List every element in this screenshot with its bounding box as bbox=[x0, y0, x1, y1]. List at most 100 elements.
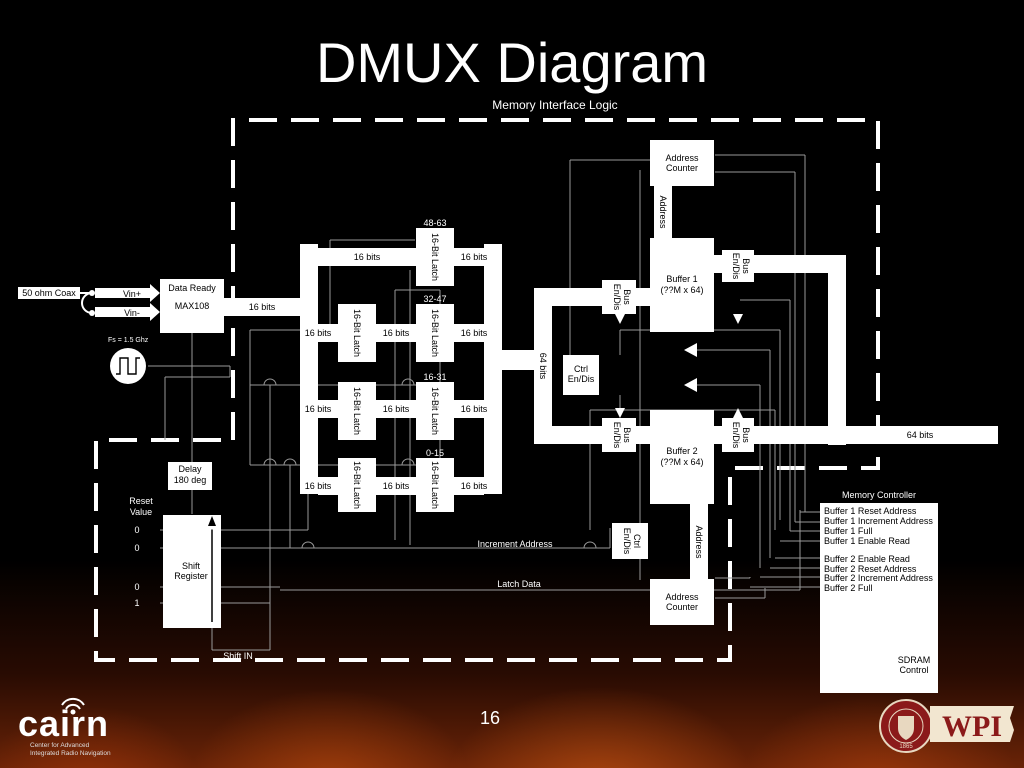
shift-bit-1: 0 bbox=[134, 543, 139, 553]
wire-crossings bbox=[263, 378, 597, 549]
bus-en-b2in-l1: Bus bbox=[622, 427, 632, 443]
adc-data-ready: Data Ready bbox=[168, 283, 216, 293]
mc-signal-6: Buffer 2 Increment Address bbox=[824, 573, 933, 583]
shift-bit-0: 0 bbox=[134, 525, 139, 535]
bus-label-mid-row3: 16 bits bbox=[383, 404, 410, 414]
bus-en-buffer2-in bbox=[602, 418, 636, 452]
sdram-control-l2: Control bbox=[899, 665, 928, 675]
vin-minus-arrow bbox=[95, 303, 160, 321]
latch-stage1-row2 bbox=[338, 304, 376, 362]
address-counter-top bbox=[650, 140, 714, 186]
bus-64-link bbox=[502, 350, 534, 370]
output-bus-main bbox=[754, 426, 998, 444]
bus-label-out-row3: 16 bits bbox=[461, 404, 488, 414]
mc-signal-3: Buffer 1 Enable Read bbox=[824, 536, 910, 546]
ctrl-en-dis-lower bbox=[612, 523, 648, 559]
bus-en-b2out-l2: En/Dis bbox=[731, 422, 741, 449]
bus-label-in-row4: 16 bits bbox=[305, 481, 332, 491]
bus-label-in-row2: 16 bits bbox=[305, 328, 332, 338]
bus-en-buffer1-in bbox=[602, 280, 636, 314]
mid-bus-row3 bbox=[376, 400, 416, 418]
mc-signal-2: Buffer 1 Full bbox=[824, 526, 872, 536]
mc-signal-7: Buffer 2 Full bbox=[824, 583, 872, 593]
cairn-subtitle: Center for Advanced Integrated Radio Nav… bbox=[30, 742, 111, 758]
buffer-2 bbox=[650, 410, 714, 504]
addr-counter-top-l2: Counter bbox=[666, 163, 698, 173]
input-bus-row1 bbox=[318, 248, 416, 266]
ctrl-lower-l1: Ctrl bbox=[632, 534, 642, 548]
bus-en-buffer2-out bbox=[722, 418, 754, 452]
coax-label: 50 ohm Coax bbox=[22, 288, 76, 298]
buffer1-l1: Buffer 1 bbox=[666, 274, 697, 284]
adc-output-bus bbox=[224, 298, 304, 316]
output-64-label: 64 bits bbox=[907, 430, 934, 440]
shift-bit-3: 1 bbox=[134, 598, 139, 608]
bus-64-label: 64 bits bbox=[538, 353, 548, 380]
latch-32-47 bbox=[416, 304, 454, 362]
buffer2-l1: Buffer 2 bbox=[666, 446, 697, 456]
bus-en-b1out-l2: En/Dis bbox=[731, 253, 741, 280]
ctrl-lower-l2: En/Dis bbox=[622, 528, 632, 555]
mc-signal-1: Buffer 1 Increment Address bbox=[824, 516, 933, 526]
addr-counter-bot-l2: Counter bbox=[666, 602, 698, 612]
latch-label-s1-row4: 16-Bit Latch bbox=[352, 461, 362, 509]
address-top-label: Address bbox=[658, 195, 668, 229]
delay-l1: Delay bbox=[178, 464, 202, 474]
out-bus-row3 bbox=[454, 400, 484, 418]
memory-interface-label: Memory Interface Logic bbox=[492, 98, 617, 112]
cairn-logo bbox=[61, 698, 85, 715]
latch-stage1-row4 bbox=[338, 458, 376, 512]
shift-in-label: Shift IN bbox=[223, 651, 253, 661]
control-arrow-6 bbox=[615, 314, 625, 324]
latch-stage1-row3 bbox=[338, 382, 376, 440]
page-title: DMUX Diagram bbox=[315, 31, 709, 94]
increment-address-label: Increment Address bbox=[477, 539, 553, 549]
buffer2-l2: (??M x 64) bbox=[660, 457, 703, 467]
bus-label-mid-row4: 16 bits bbox=[383, 481, 410, 491]
mid-bus-row4 bbox=[376, 477, 416, 495]
bus-label-out-row2: 16 bits bbox=[461, 328, 488, 338]
address-counter-bottom bbox=[650, 579, 714, 625]
addr-counter-top-l1: Address bbox=[665, 153, 699, 163]
group-label-16-31: 16-31 bbox=[423, 372, 446, 382]
delay-l2: 180 deg bbox=[174, 475, 207, 485]
adc-bus-label: 16 bits bbox=[249, 302, 276, 312]
clock-wave-icon bbox=[116, 357, 140, 375]
output-bus-b1 bbox=[754, 255, 846, 273]
bus-en-b1out-l1: Bus bbox=[741, 258, 751, 274]
mid-bus-row2 bbox=[376, 324, 416, 342]
addr-counter-bot-l1: Address bbox=[665, 592, 699, 602]
address-bottom-label: Address bbox=[694, 525, 704, 559]
adc-model: MAX108 bbox=[175, 301, 210, 311]
control-arrow-3 bbox=[615, 408, 625, 418]
sdram-control-l1: SDRAM bbox=[898, 655, 931, 665]
latch-48-63 bbox=[416, 228, 454, 286]
seal-year: 1865 bbox=[899, 744, 913, 750]
latch-label-s1-row2: 16-Bit Latch bbox=[352, 309, 362, 357]
wpi-banner bbox=[930, 706, 1014, 742]
bus-label-in-row3: 16 bits bbox=[305, 404, 332, 414]
out-bus-row4 bbox=[454, 477, 484, 495]
bus-en-buffer1-out bbox=[722, 250, 754, 282]
output-bus-vertical bbox=[828, 255, 846, 445]
shift-register-l1: Shift bbox=[182, 561, 201, 571]
output-merge-bus bbox=[484, 244, 502, 494]
mc-signal-0: Buffer 1 Reset Address bbox=[824, 506, 917, 516]
ctrl-upper-l2: En/Dis bbox=[568, 374, 595, 384]
adc-box bbox=[160, 279, 224, 333]
fs-label: Fs = 1.5 Ghz bbox=[108, 337, 149, 344]
input-distribution-bus bbox=[300, 244, 318, 494]
latch-label-32-47: 16-Bit Latch bbox=[430, 309, 440, 357]
vin-plus-arrow bbox=[95, 284, 160, 302]
ctrl-en-dis-upper bbox=[563, 355, 599, 395]
cairn-sub-line2: Integrated Radio Navigation bbox=[30, 750, 111, 757]
bus-64-to-buffer1 bbox=[552, 288, 602, 306]
mc-signal-4: Buffer 2 Enable Read bbox=[824, 554, 910, 564]
out-bus-row1 bbox=[454, 248, 484, 266]
group-label-32-47: 32-47 bbox=[423, 294, 446, 304]
ctrl-upper-l1: Ctrl bbox=[574, 364, 588, 374]
seal-shield-icon bbox=[898, 716, 914, 740]
latch-16-31 bbox=[416, 382, 454, 440]
page-number: 16 bbox=[479, 708, 501, 728]
